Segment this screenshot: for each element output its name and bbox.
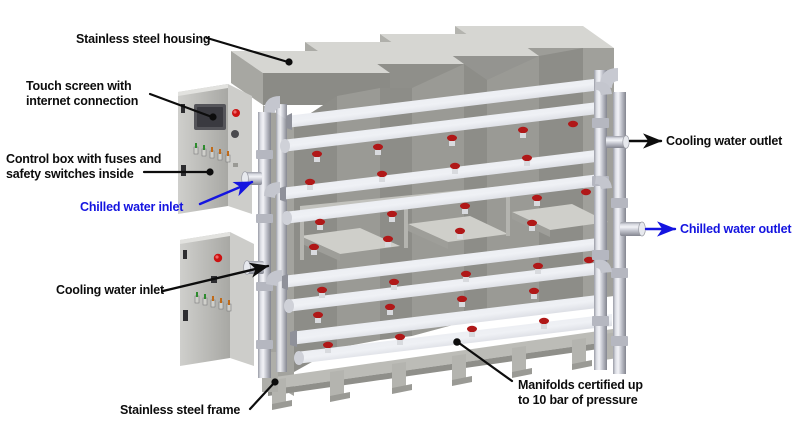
callout-chilled-water-inlet: Chilled water inlet	[80, 200, 184, 214]
leader-control-box	[142, 168, 214, 176]
leader-cooling-water-inlet	[161, 262, 270, 293]
rotary-switch	[231, 130, 239, 138]
lower-control-panel[interactable]	[180, 232, 254, 366]
manifold-row	[280, 102, 598, 153]
manifold-row	[282, 174, 600, 225]
left-elbows	[264, 96, 282, 286]
manifold-row	[294, 314, 612, 365]
right-elbows	[595, 81, 612, 273]
leader-chilled-water-inlet	[198, 180, 254, 206]
manifold-pipes	[280, 78, 612, 365]
valve-handles	[305, 120, 594, 353]
right-riser-pipes	[592, 68, 646, 374]
switch-row[interactable]	[193, 143, 238, 167]
callout-chilled-water-outlet: Chilled water outlet	[680, 222, 792, 236]
callout-manifolds-pressure: Manifolds certified up to 10 bar of pres…	[518, 378, 643, 407]
manifold-row	[286, 78, 602, 130]
stainless-steel-frame	[262, 328, 620, 410]
manifold-row	[280, 150, 596, 202]
leader-manifolds	[453, 338, 514, 383]
leader-lines	[142, 36, 677, 411]
upper-control-panel[interactable]	[178, 84, 252, 214]
leader-stainless-steel-frame	[248, 378, 279, 411]
leader-touch-screen	[148, 92, 217, 121]
manifold-row	[282, 238, 598, 290]
cooling-water-outlet-port	[606, 135, 630, 149]
manifold-row	[284, 262, 602, 313]
manifold-row	[290, 294, 606, 347]
callout-cooling-water-outlet: Cooling water outlet	[666, 134, 783, 148]
chilled-water-outlet-port	[620, 221, 646, 237]
callout-cooling-water-inlet: Cooling water inlet	[56, 283, 165, 297]
leader-stainless-steel-housing	[205, 36, 293, 66]
callout-stainless-steel-frame: Stainless steel frame	[120, 403, 241, 417]
switch-row[interactable]	[194, 292, 232, 312]
callout-stainless-steel-housing: Stainless steel housing	[76, 32, 211, 46]
callout-touch-screen: Touch screen with internet connection	[26, 79, 139, 108]
callout-control-box: Control box with fuses and safety switch…	[6, 152, 162, 181]
